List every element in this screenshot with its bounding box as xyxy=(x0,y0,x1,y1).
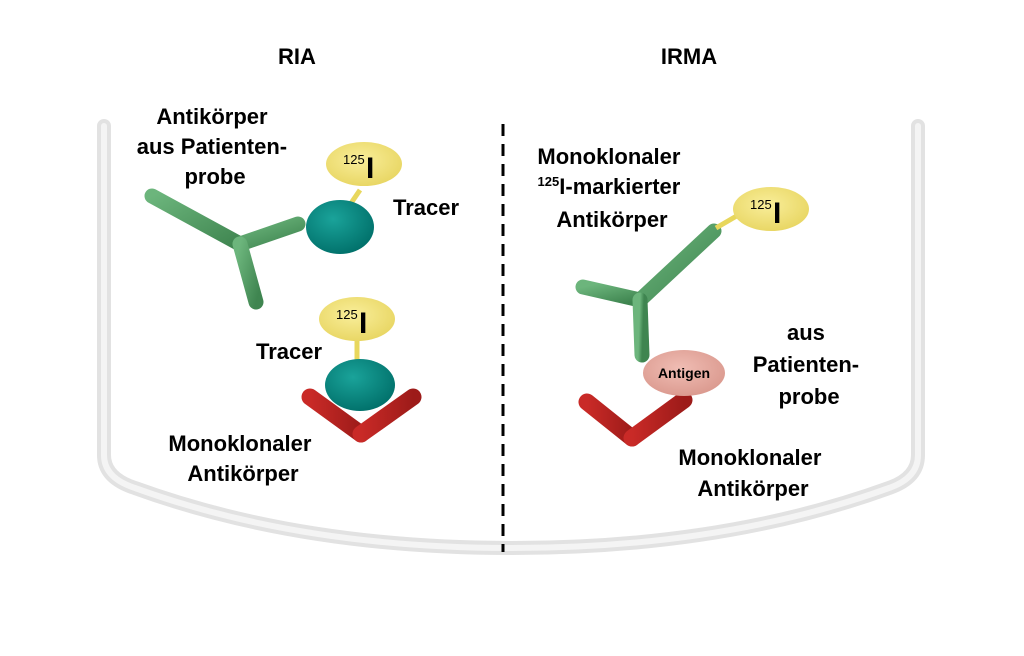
svg-text:125: 125 xyxy=(750,197,772,212)
irma-monoclonal-label: Monoklonaler Antikörper xyxy=(678,445,827,501)
ria-patient-antibody xyxy=(144,188,306,310)
irma-labeled-antibody-label: Monoklonaler 125I-markierter Antikörper xyxy=(537,144,686,232)
svg-text:I: I xyxy=(773,197,781,230)
ria-patient-antibody-label: Antikörper aus Patienten- probe xyxy=(137,104,294,189)
ria-title: RIA xyxy=(278,44,316,69)
well-outline xyxy=(97,119,925,556)
irma-title: IRMA xyxy=(661,44,717,69)
ria-iodine-tag-bottom: 125 I xyxy=(319,297,395,341)
svg-text:Antigen: Antigen xyxy=(658,365,710,381)
ria-tracer-molecule-bottom xyxy=(325,359,395,411)
irma-iodine-tag: 125 I xyxy=(733,187,809,231)
irma-monoclonal-antibody xyxy=(578,391,693,549)
ria-iodine-tag-top: 125 I xyxy=(326,142,402,186)
ria-tracer-label-bottom: Tracer xyxy=(256,339,322,364)
ria-monoclonal-antibody xyxy=(301,388,422,544)
ria-tracer-label-top: Tracer xyxy=(393,195,459,220)
irma-antigen: Antigen xyxy=(643,350,725,396)
ria-monoclonal-label: Monoklonaler Antikörper xyxy=(168,431,317,486)
svg-text:125: 125 xyxy=(336,307,358,322)
ria-tracer-molecule-top xyxy=(306,200,374,254)
svg-text:125: 125 xyxy=(343,152,365,167)
svg-text:I: I xyxy=(366,152,374,185)
irma-patient-label: aus Patienten- probe xyxy=(753,320,865,409)
irma-labeled-antibody xyxy=(575,223,722,363)
svg-text:I: I xyxy=(359,307,367,340)
